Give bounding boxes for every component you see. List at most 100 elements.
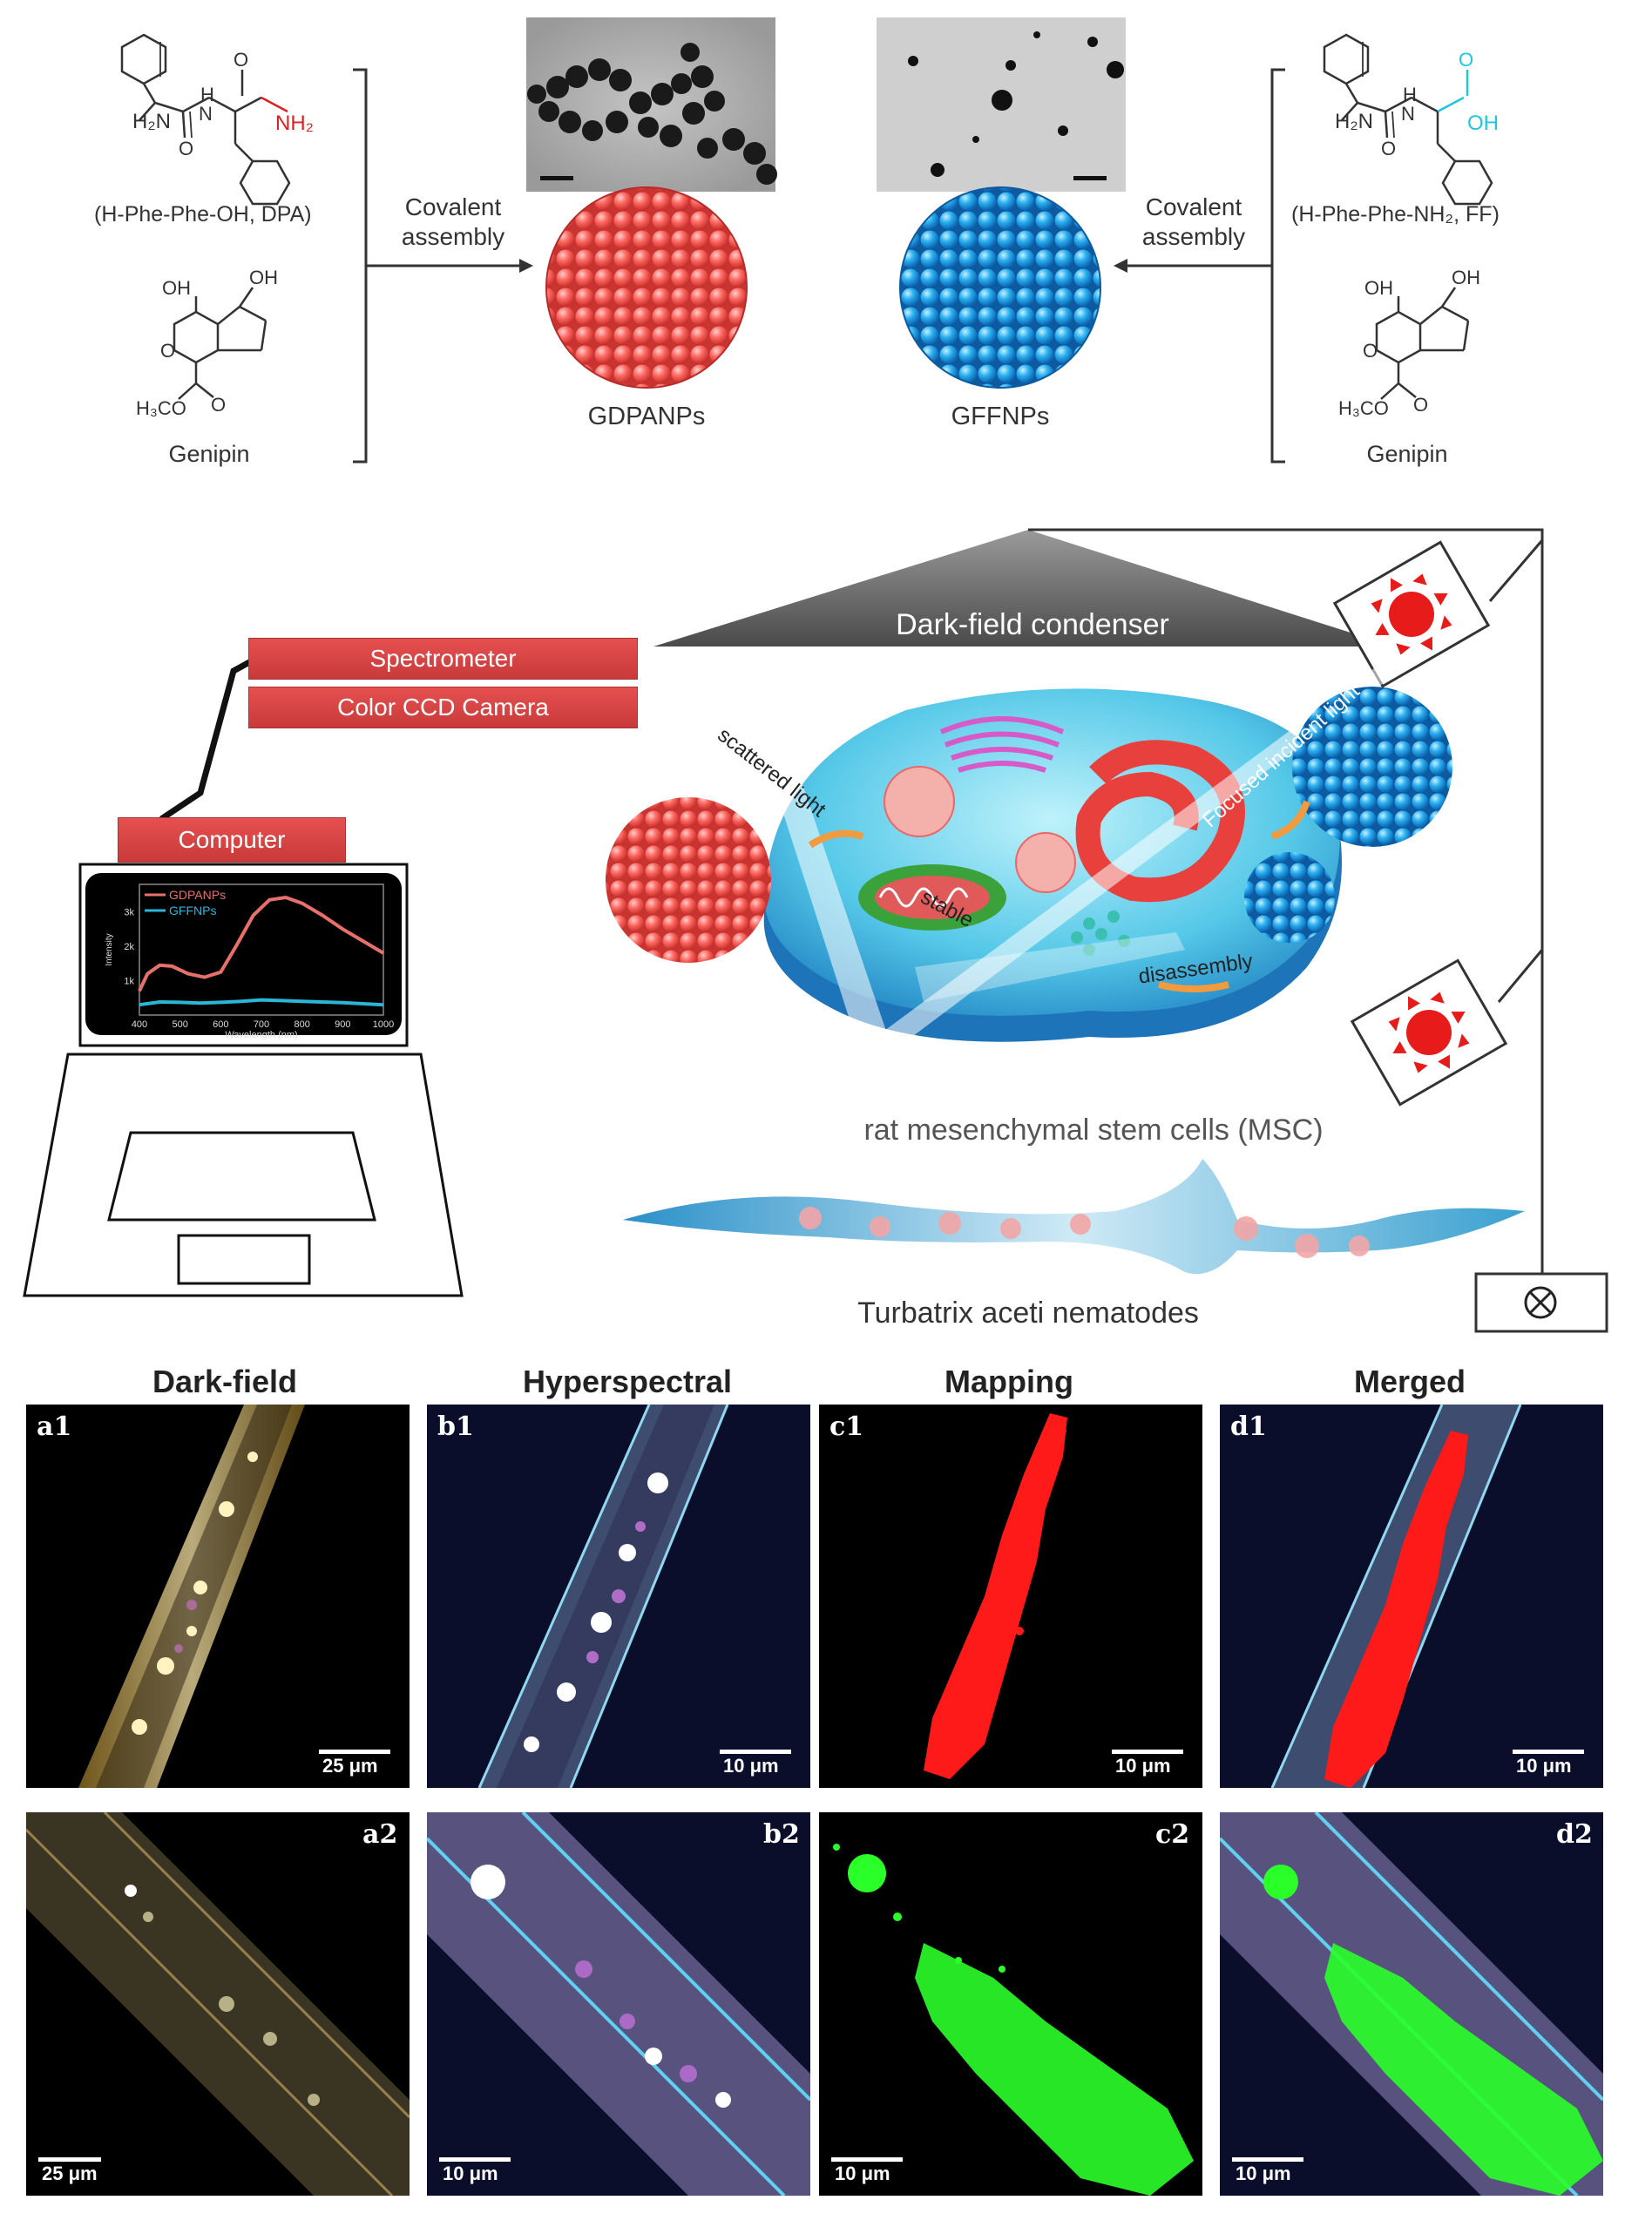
- chem-oh-genipin-right-1: OH: [1364, 277, 1393, 299]
- column-title-hyperspectral: Hyperspectral: [522, 1364, 733, 1399]
- column-title-darkfield: Dark-field: [152, 1364, 298, 1399]
- chem-oh-genipin-right-2: OH: [1452, 267, 1480, 288]
- series-line-gdpanps: [138, 895, 385, 992]
- panel-b1: b1 10 μm: [427, 1405, 810, 1788]
- chem-o-left: O: [179, 138, 194, 159]
- laptop-icon: [23, 863, 464, 1297]
- scale-label-a2: 25 μm: [42, 2163, 98, 2184]
- msc-label: rat mesenchymal stem cells (MSC): [863, 1114, 1324, 1147]
- panel-id-a2: a2: [362, 1819, 398, 1850]
- scale-bar: [1232, 2157, 1303, 2162]
- tem-image-gffnps: [877, 17, 1126, 192]
- darkfield-image-a2: [26, 1812, 410, 2196]
- scale-label-c1: 10 μm: [1115, 1755, 1171, 1777]
- panel-c2: c2 10 μm: [819, 1812, 1202, 2196]
- covalent-left-2: assembly: [401, 223, 505, 250]
- scale-label-d1: 10 μm: [1516, 1755, 1572, 1777]
- y-tick-label: 2k: [124, 942, 134, 952]
- ccd-camera-box: Color CCD Camera: [248, 687, 638, 728]
- panel-id-c2: c2: [1155, 1819, 1190, 1850]
- scale-bar: [1112, 1750, 1183, 1754]
- chem-oh-genipin-left-1: OH: [162, 277, 191, 299]
- hyperspectral-image-b1: [477, 1405, 729, 1788]
- scale-label-c2: 10 μm: [835, 2163, 890, 2184]
- chem-h2n-left: H₂N: [132, 110, 171, 133]
- synthesis-scheme: [120, 17, 1493, 464]
- light-path-line: [1028, 528, 1544, 1281]
- dpa-caption: (H-Phe-Phe-OH, DPA): [94, 202, 312, 227]
- chem-o-cyan: O: [1459, 49, 1474, 71]
- scale-bar: [1513, 1750, 1584, 1754]
- covalent-right-1: Covalent: [1145, 193, 1242, 220]
- arrow-left-icon: [519, 259, 533, 273]
- panel-d1: d1 10 μm: [1220, 1405, 1603, 1788]
- dpa-structure: [120, 33, 291, 206]
- spectrum-screen: [85, 873, 402, 1035]
- arrow-right-icon: [1114, 259, 1127, 273]
- genipin-left-label: Genipin: [168, 441, 250, 467]
- x-tick-label: 800: [294, 1019, 309, 1030]
- chem-n-right: N: [1401, 103, 1415, 125]
- panel-c1: c1 10 μm: [819, 1405, 1202, 1788]
- gdpanp-sphere: [545, 186, 748, 389]
- panel-id-d2: d2: [1556, 1819, 1593, 1850]
- chem-o-left-2: O: [234, 49, 249, 71]
- covalent-right-2: assembly: [1141, 223, 1246, 250]
- x-tick-label: 700: [254, 1019, 269, 1030]
- chem-o-genipin-right: O: [1363, 340, 1378, 362]
- gffnp-sphere-setup: [1292, 687, 1452, 847]
- hyperspectral-image-b2: [427, 1812, 810, 2196]
- gdpanp-sphere-setup: [606, 797, 771, 963]
- x-tick-label: 900: [335, 1019, 350, 1030]
- mapping-image-c1: [924, 1413, 1067, 1779]
- camera-cable: [159, 657, 254, 822]
- chem-oh-genipin-left-2: OH: [249, 267, 278, 288]
- merged-image-d2: [1220, 1812, 1603, 2196]
- mapping-image-c2: [833, 1844, 1194, 2196]
- series-line-gffnps: [139, 998, 384, 1007]
- darkfield-image-a1: [78, 1405, 305, 1788]
- scale-label-a1: 25 μm: [322, 1755, 378, 1777]
- light-source-icon: [1350, 958, 1508, 1107]
- left-bracket: [353, 68, 368, 464]
- condenser-label: Dark-field condenser: [896, 608, 1169, 641]
- panel-b2: b2 10 μm: [427, 1812, 810, 2196]
- tem-image-gdpanps: [526, 17, 777, 192]
- scale-label-b1: 10 μm: [723, 1755, 779, 1777]
- condenser-triangle: [653, 530, 1394, 647]
- genipin-right-label: Genipin: [1366, 441, 1448, 467]
- panel-id-c1: c1: [829, 1411, 864, 1442]
- covalent-left-1: Covalent: [404, 193, 502, 220]
- chem-o-genipin-right-2: O: [1413, 394, 1429, 416]
- column-title-merged: Merged: [1353, 1364, 1466, 1399]
- spectrometer-box: Spectrometer: [248, 638, 638, 680]
- genipin-right-structure: [1375, 287, 1470, 400]
- panel-id-d1: d1: [1230, 1411, 1267, 1442]
- ff-structure: [1323, 33, 1493, 206]
- panel-id-b2: b2: [763, 1819, 800, 1850]
- merged-image-d1: [1270, 1405, 1522, 1788]
- chem-o-right: O: [1381, 138, 1397, 159]
- msc-cell-illustration: [723, 653, 1412, 1159]
- chem-o-genipin-left: O: [160, 340, 176, 362]
- x-axis-label: Wavelength (nm): [225, 1030, 297, 1040]
- chem-n-left: N: [199, 103, 213, 125]
- panel-id-b1: b1: [437, 1411, 474, 1442]
- chem-nh2-red: NH₂: [275, 112, 314, 135]
- scale-bar: [319, 1750, 390, 1754]
- scale-bar: [38, 2157, 101, 2162]
- y-tick-label: 3k: [124, 908, 134, 918]
- chem-oh-cyan: OH: [1467, 112, 1499, 135]
- x-tick-label: 500: [172, 1019, 187, 1030]
- chem-h2n-right: H₂N: [1335, 110, 1373, 133]
- scale-label-d2: 10 μm: [1236, 2163, 1291, 2184]
- right-bracket: [1270, 68, 1285, 464]
- gffnps-label: GFFNPs: [951, 403, 1050, 430]
- chem-h-right: H: [1403, 84, 1417, 105]
- scale-bar: [720, 1750, 791, 1754]
- column-title-mapping: Mapping: [944, 1364, 1073, 1399]
- scale-bar: [439, 2157, 511, 2162]
- computer-box: Computer: [118, 817, 346, 863]
